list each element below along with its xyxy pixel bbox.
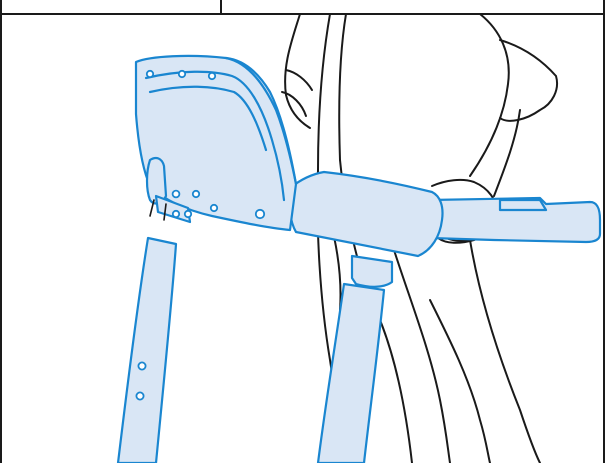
screw-hole xyxy=(136,392,143,399)
screw-hole xyxy=(193,191,199,197)
person-right-arm xyxy=(470,14,509,176)
person-pants-fold xyxy=(430,300,490,463)
handlebar-right xyxy=(430,198,600,242)
console-mount-block xyxy=(352,256,392,287)
screw-hole xyxy=(173,211,179,217)
screw-hole xyxy=(256,210,264,218)
screw-hole xyxy=(211,205,217,211)
screw-hole xyxy=(173,191,180,198)
screw-hole xyxy=(185,211,191,217)
screw-hole xyxy=(209,73,215,79)
screw-hole xyxy=(138,362,145,369)
person-torso-center xyxy=(339,14,346,160)
person-torso-left xyxy=(318,14,330,170)
screw-hole xyxy=(147,71,153,77)
screw-hole xyxy=(179,71,185,77)
upright-post-left xyxy=(118,238,176,463)
upright-post-right xyxy=(318,284,384,463)
person-inner-leg-right xyxy=(394,250,450,463)
console-base xyxy=(289,172,442,256)
person-left-sleeve xyxy=(282,70,312,116)
person-right-leg xyxy=(470,240,540,463)
